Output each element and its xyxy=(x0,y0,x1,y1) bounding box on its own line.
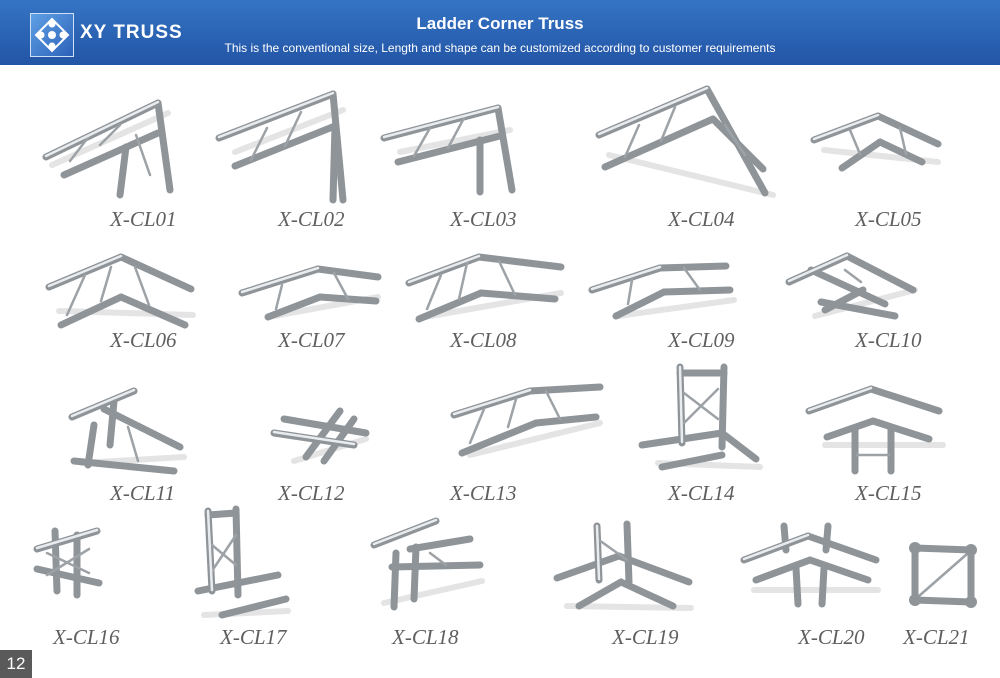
product-code: X-CL01 xyxy=(110,207,177,231)
product-code: X-CL16 xyxy=(53,625,120,649)
truss-image-cl08 xyxy=(405,253,565,328)
product-code: X-CL10 xyxy=(855,328,922,352)
truss-cl19-icon xyxy=(553,520,694,611)
page-title: Ladder Corner Truss xyxy=(416,14,584,33)
product-code: X-CL15 xyxy=(855,481,922,505)
truss-cl09-icon xyxy=(588,262,737,320)
truss-cl05-icon xyxy=(810,112,942,172)
product-code: X-CL03 xyxy=(450,207,517,231)
truss-cl07-icon xyxy=(238,265,382,321)
product-grid: X-CL01 X-CL02 X-CL03 xyxy=(0,65,1000,678)
truss-image-cl07 xyxy=(238,265,383,325)
truss-cl03-icon xyxy=(380,104,516,196)
product-code: X-CL17 xyxy=(220,625,287,649)
product-code: X-CL08 xyxy=(450,328,517,352)
product-code: X-CL13 xyxy=(450,481,517,505)
truss-cl06-icon xyxy=(45,253,196,329)
truss-cl12-icon xyxy=(270,407,370,465)
truss-image-cl09 xyxy=(588,260,738,322)
product-code: X-CL07 xyxy=(278,328,345,352)
product-code: X-CL14 xyxy=(668,481,735,505)
truss-cl01-icon xyxy=(42,99,174,199)
truss-image-cl02 xyxy=(215,90,365,205)
product-code: X-CL20 xyxy=(798,625,865,649)
truss-cl10-icon xyxy=(785,252,918,320)
header-bar: XY TRUSS Ladder Corner Truss This is the… xyxy=(0,0,1000,65)
product-code: X-CL19 xyxy=(612,625,679,649)
truss-image-cl05 xyxy=(810,110,945,180)
truss-image-cl06 xyxy=(45,253,196,335)
truss-cl14-icon xyxy=(638,363,763,471)
product-code: X-CL21 xyxy=(903,625,970,649)
brand-name: XY TRUSS xyxy=(80,22,183,43)
truss-image-cl20 xyxy=(740,520,881,610)
truss-cl18-icon xyxy=(370,517,485,611)
product-code: X-CL04 xyxy=(668,207,735,231)
truss-image-cl13 xyxy=(450,383,605,461)
truss-image-cl17 xyxy=(192,505,292,625)
truss-image-cl21 xyxy=(905,540,980,610)
truss-image-cl03 xyxy=(380,100,520,200)
truss-cl15-icon xyxy=(805,385,946,475)
xy-truss-logo-icon xyxy=(30,13,74,57)
truss-image-cl10 xyxy=(785,250,920,325)
product-code: X-CL05 xyxy=(855,207,922,231)
truss-cl11-icon xyxy=(68,387,187,475)
truss-cl21-icon xyxy=(909,542,977,608)
truss-cl20-icon xyxy=(740,522,881,608)
truss-image-cl14 xyxy=(638,363,763,478)
truss-image-cl16 xyxy=(33,525,103,600)
product-code: X-CL02 xyxy=(278,207,345,231)
truss-image-cl12 xyxy=(270,405,370,465)
truss-cl04-icon xyxy=(595,85,776,198)
product-code: X-CL11 xyxy=(110,481,175,505)
truss-cl02-icon xyxy=(215,90,347,204)
truss-cl17-icon xyxy=(194,505,291,619)
truss-image-cl04 xyxy=(595,85,776,205)
product-code: X-CL12 xyxy=(278,481,345,505)
truss-image-cl01 xyxy=(40,95,180,205)
truss-cl08-icon xyxy=(405,253,565,323)
product-code: X-CL09 xyxy=(668,328,735,352)
truss-cl13-icon xyxy=(450,383,604,458)
truss-image-cl15 xyxy=(805,385,946,475)
truss-cl16-icon xyxy=(33,527,103,599)
truss-image-cl19 xyxy=(553,520,694,620)
truss-image-cl18 xyxy=(370,517,485,617)
product-code: X-CL06 xyxy=(110,328,177,352)
page-number: 12 xyxy=(0,650,32,678)
product-code: X-CL18 xyxy=(392,625,459,649)
truss-image-cl11 xyxy=(68,387,188,477)
page-subtitle: This is the conventional size, Length an… xyxy=(224,41,776,55)
